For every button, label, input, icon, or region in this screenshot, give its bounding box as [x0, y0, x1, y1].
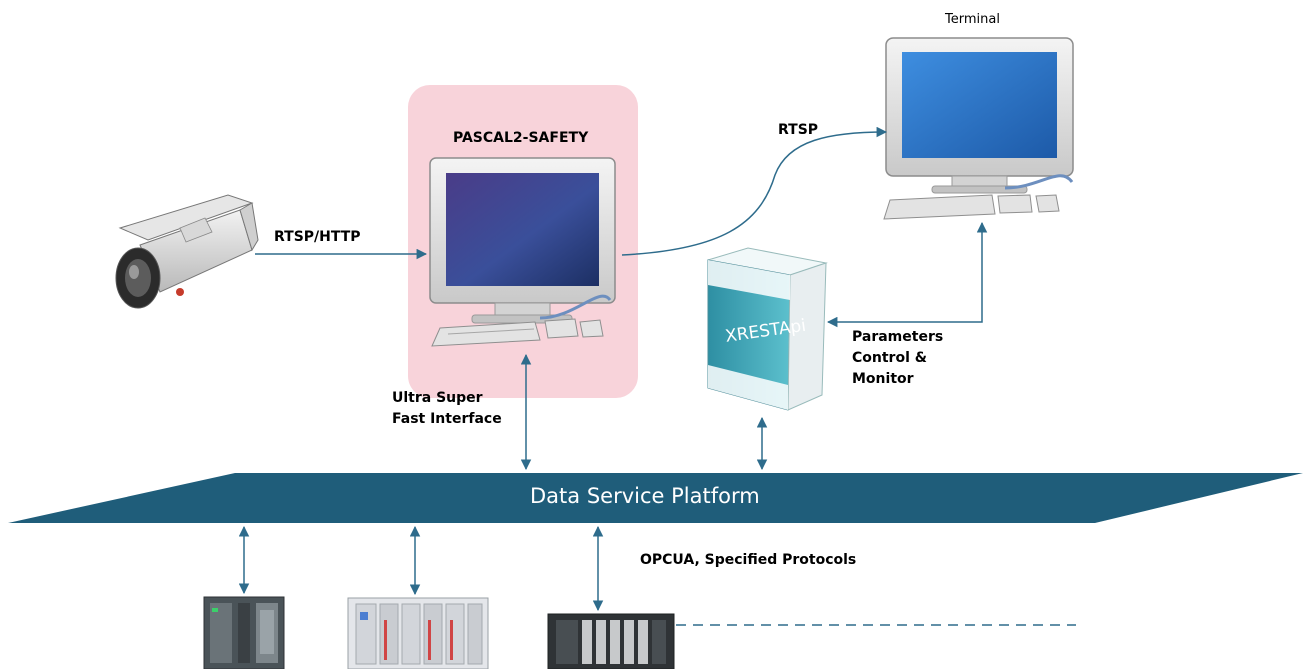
terminal-label: Terminal	[945, 12, 1000, 27]
pascal-computer-icon	[429, 157, 616, 347]
xrestapi-terminal-arrow	[826, 221, 988, 328]
plc-modular-icon	[347, 597, 489, 669]
protocols-label: OPCUA, Specified Protocols	[640, 552, 857, 568]
rtsp-http-label: RTSP/HTTP	[274, 229, 361, 245]
plc-siemens-icon	[203, 596, 285, 669]
ultra-super-label: Ultra Super	[392, 390, 483, 406]
parameters-label: Parameters	[852, 329, 944, 345]
monitor-label: Monitor	[852, 371, 914, 387]
plc-rack-icon	[547, 613, 675, 669]
fast-interface-label: Fast Interface	[392, 411, 502, 427]
pascal-to-terminal-arrow	[621, 126, 888, 256]
ip-camera-icon	[115, 194, 259, 309]
rtsp-label: RTSP	[778, 122, 819, 138]
platform-label: Data Service Platform	[530, 484, 760, 508]
xrestapi-box-icon	[707, 247, 828, 411]
terminal-computer-icon	[883, 37, 1074, 220]
data-service-platform-band	[8, 473, 1303, 523]
control-label: Control &	[852, 350, 927, 366]
pascal-label: PASCAL2-SAFETY	[453, 130, 589, 146]
